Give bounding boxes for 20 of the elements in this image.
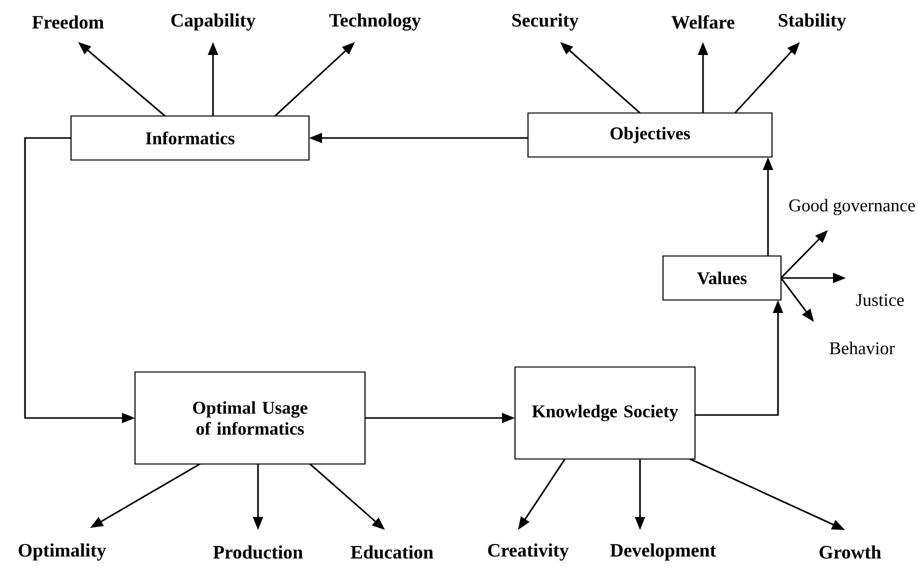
- process-box: Values: [662, 255, 782, 301]
- label-text: Capability: [171, 13, 256, 31]
- label-text: Security: [512, 13, 578, 31]
- label-text: Good governance: [789, 198, 915, 216]
- label-text: Freedom: [32, 15, 104, 29]
- label-text: Stability: [778, 13, 846, 31]
- label-text: Technology: [329, 13, 421, 31]
- label-text: Growth: [820, 545, 882, 559]
- label-text: Production: [213, 545, 303, 559]
- label-text: Creativity: [488, 543, 569, 561]
- label-text: Welfare: [671, 15, 734, 29]
- process-box: Objectives: [527, 112, 773, 158]
- label-text: Optimality: [18, 543, 106, 561]
- process-box: Informatics: [70, 115, 310, 161]
- process-box: Knowledge Society: [514, 366, 696, 460]
- label-text: Education: [350, 545, 434, 559]
- label-text: Behavior: [830, 342, 895, 354]
- label-text: Development: [610, 543, 716, 561]
- process-box: Optimal Usage of informatics: [134, 371, 366, 465]
- label-text: Justice: [856, 294, 904, 306]
